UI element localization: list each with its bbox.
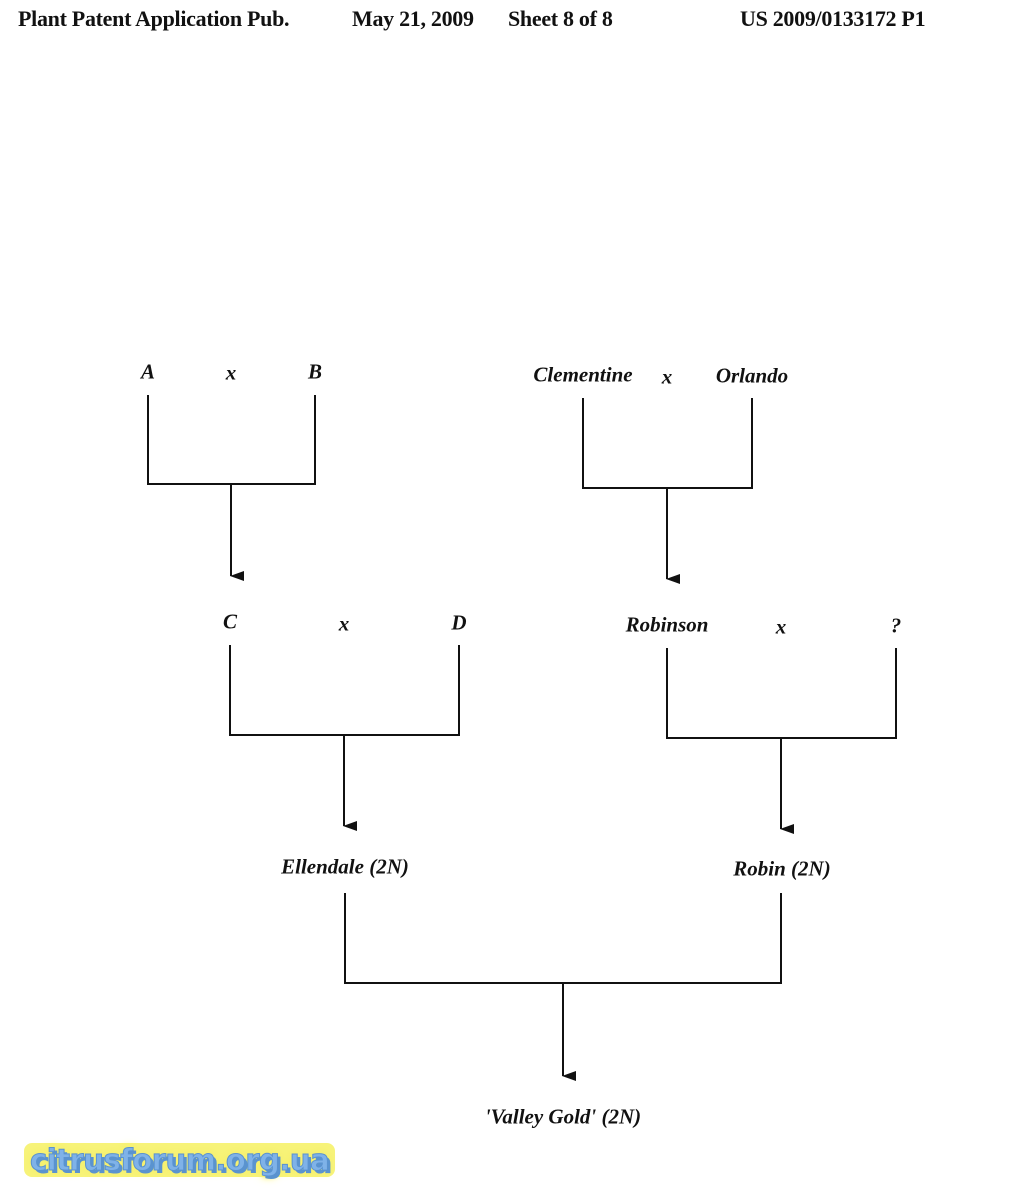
node-robin: Robin (2N): [733, 856, 831, 881]
cross-symbol: x: [775, 614, 787, 639]
node-ellendale: Ellendale (2N): [281, 854, 409, 879]
node-robinson: Robinson: [625, 612, 709, 637]
cross-symbol: x: [338, 611, 350, 636]
cross-symbol: x: [661, 364, 673, 389]
bracket-ellendale-robin: [344, 893, 782, 984]
node-orlando: Orlando: [715, 363, 789, 388]
node-valley-gold: 'Valley Gold' (2N): [484, 1104, 642, 1129]
cross-symbol: x: [225, 360, 237, 385]
bracket-a-b: [147, 395, 316, 485]
header-date: May 21, 2009: [352, 6, 474, 31]
bracket-c-d: [229, 645, 460, 736]
watermark-logo: citrusforum.org.ua: [24, 1143, 336, 1178]
bracket-robinson-unknown: [666, 648, 897, 739]
node-c: C: [222, 609, 238, 634]
node-unknown: ?: [890, 613, 902, 638]
header-publication: Plant Patent Application Pub.: [18, 6, 290, 31]
node-a: A: [140, 359, 156, 384]
node-clementine: Clementine: [533, 362, 633, 387]
header-patent-number: US 2009/0133172 P1: [740, 6, 926, 31]
node-d: D: [451, 610, 467, 635]
node-b: B: [307, 359, 323, 384]
bracket-clementine-orlando: [582, 398, 753, 489]
header-sheet: Sheet 8 of 8: [508, 6, 613, 31]
